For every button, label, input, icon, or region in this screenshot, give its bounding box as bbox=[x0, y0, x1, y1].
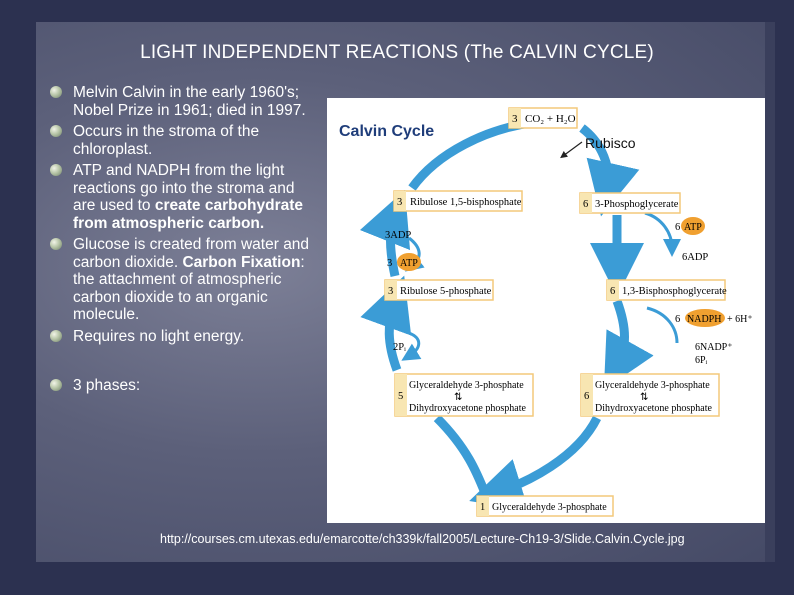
bullet-bold-text: Carbon Fixation bbox=[182, 253, 301, 271]
box-atp-6: 6 ATP bbox=[675, 217, 705, 235]
svg-text:NADPH: NADPH bbox=[687, 314, 721, 325]
svg-text:3-Phosphoglycerate: 3-Phosphoglycerate bbox=[595, 199, 679, 210]
svg-text:1: 1 bbox=[480, 502, 485, 513]
box-nadph: 6 NADPH + 6H⁺ bbox=[675, 309, 753, 327]
diagram-title: Calvin Cycle bbox=[339, 123, 434, 140]
bullet-text: 3 phases: bbox=[73, 377, 141, 394]
box-co2: 3 CO₂ + H₂O bbox=[508, 107, 578, 129]
bullet-item: Requires no light energy. bbox=[50, 328, 310, 346]
bullet-text: ATP and NADPH from the light reactions g… bbox=[73, 162, 295, 214]
bullet-icon bbox=[50, 125, 62, 137]
cycle-arrow bbox=[359, 189, 411, 277]
bullet-text-rest: : the attachment of atmospheric carbon d… bbox=[73, 253, 305, 324]
svg-text:5: 5 bbox=[398, 391, 403, 402]
cycle-arrow bbox=[579, 124, 640, 217]
label-6pi: 6Pᵢ bbox=[695, 355, 708, 366]
bullet-item: 3 phases: bbox=[50, 377, 310, 395]
rubisco-label: Rubisco bbox=[585, 135, 636, 151]
svg-text:3: 3 bbox=[388, 286, 393, 297]
svg-text:+ 6H⁺: + 6H⁺ bbox=[727, 314, 753, 325]
box-atp-3: 3 ATP bbox=[387, 253, 421, 271]
bullet-icon bbox=[50, 329, 62, 342]
label-6adp: 6ADP bbox=[682, 252, 708, 263]
svg-text:⇅: ⇅ bbox=[640, 392, 648, 403]
box-g3p-output: 1 Glyceraldehyde 3-phosphate bbox=[476, 495, 614, 517]
source-url[interactable]: http://courses.cm.utexas.edu/emarcotte/c… bbox=[160, 532, 685, 546]
svg-text:Dihydroxyacetone phosphate: Dihydroxyacetone phosphate bbox=[409, 403, 526, 414]
svg-text:⇅: ⇅ bbox=[454, 392, 462, 403]
slide-edge bbox=[765, 22, 775, 562]
bullet-text: Melvin Calvin in the early 1960's; Nobel… bbox=[73, 84, 306, 119]
svg-text:Ribulose 1,5-bisphosphate: Ribulose 1,5-bisphosphate bbox=[410, 197, 522, 208]
bullet-icon bbox=[50, 379, 62, 391]
label-6nadp: 6NADP⁺ bbox=[695, 342, 733, 353]
bullet-icon bbox=[50, 164, 62, 176]
cycle-arrow bbox=[469, 415, 602, 511]
box-ribulose-bisphosphate: 3 Ribulose 1,5-bisphosphate bbox=[393, 190, 523, 212]
label-2pi: 2Pᵢ bbox=[393, 342, 406, 353]
svg-text:Ribulose 5-phosphate: Ribulose 5-phosphate bbox=[400, 286, 492, 297]
box-ribulose-5-phosphate: 3 Ribulose 5-phosphate bbox=[384, 279, 494, 301]
cycle-arrow bbox=[603, 299, 654, 390]
svg-text:ATP: ATP bbox=[684, 222, 702, 233]
nadph-arrow bbox=[646, 306, 679, 344]
svg-text:Dihydroxyacetone phosphate: Dihydroxyacetone phosphate bbox=[595, 403, 712, 414]
svg-text:3: 3 bbox=[387, 258, 392, 269]
svg-text:Glyceraldehyde 3-phosphate: Glyceraldehyde 3-phosphate bbox=[595, 380, 710, 391]
svg-text:6: 6 bbox=[675, 222, 680, 233]
bullet-item: Occurs in the stroma of the chloroplast. bbox=[50, 123, 310, 158]
svg-text:3: 3 bbox=[397, 197, 402, 208]
rubisco-pointer bbox=[560, 141, 583, 159]
pi-arrow bbox=[401, 331, 422, 361]
cycle-arrow bbox=[433, 414, 490, 495]
box-g3p-right: 6 Glyceraldehyde 3-phosphate Dihydroxyac… bbox=[580, 373, 720, 417]
bullet-text: Occurs in the stroma of the chloroplast. bbox=[73, 123, 260, 158]
atp-arrow bbox=[644, 211, 681, 257]
bullet-item: Glucose is created from water and carbon… bbox=[50, 236, 310, 324]
svg-text:Glyceraldehyde 3-phosphate: Glyceraldehyde 3-phosphate bbox=[492, 502, 607, 513]
bullet-list: Melvin Calvin in the early 1960's; Nobel… bbox=[50, 84, 310, 399]
label-3adp: 3ADP bbox=[385, 230, 411, 241]
svg-text:6: 6 bbox=[583, 199, 588, 210]
cycle-arrow bbox=[360, 275, 412, 372]
svg-text:6: 6 bbox=[675, 314, 680, 325]
bullet-item: Melvin Calvin in the early 1960's; Nobel… bbox=[50, 84, 310, 119]
bullet-text: Glucose is created from water and carbon… bbox=[73, 236, 310, 271]
svg-text:ATP: ATP bbox=[400, 258, 418, 269]
bullet-icon bbox=[50, 238, 62, 250]
svg-text:3: 3 bbox=[512, 113, 518, 125]
box-phosphoglycerate: 6 3-Phosphoglycerate bbox=[579, 192, 681, 214]
bullet-bold-text: create carbohydrate from atmospheric car… bbox=[73, 197, 304, 232]
svg-text:1,3-Bisphosphoglycerate: 1,3-Bisphosphoglycerate bbox=[622, 286, 727, 297]
slide-title: LIGHT INDEPENDENT REACTIONS (The CALVIN … bbox=[140, 42, 654, 63]
bullet-icon bbox=[50, 86, 62, 98]
box-g3p-left: 5 Glyceraldehyde 3-phosphate Dihydroxyac… bbox=[394, 373, 534, 417]
svg-text:6: 6 bbox=[610, 286, 615, 297]
box-bisphosphoglycerate: 6 1,3-Bisphosphoglycerate bbox=[606, 279, 727, 301]
calvin-cycle-diagram: Calvin Cycle Rubisco 3 CO₂ + H₂O 3 bbox=[327, 98, 765, 523]
bullet-item: ATP and NADPH from the light reactions g… bbox=[50, 162, 310, 232]
svg-text:6: 6 bbox=[584, 391, 589, 402]
svg-text:Glyceraldehyde 3-phosphate: Glyceraldehyde 3-phosphate bbox=[409, 380, 524, 391]
bullet-text: Requires no light energy. bbox=[73, 327, 245, 345]
svg-text:CO₂ + H₂O: CO₂ + H₂O bbox=[525, 113, 576, 125]
